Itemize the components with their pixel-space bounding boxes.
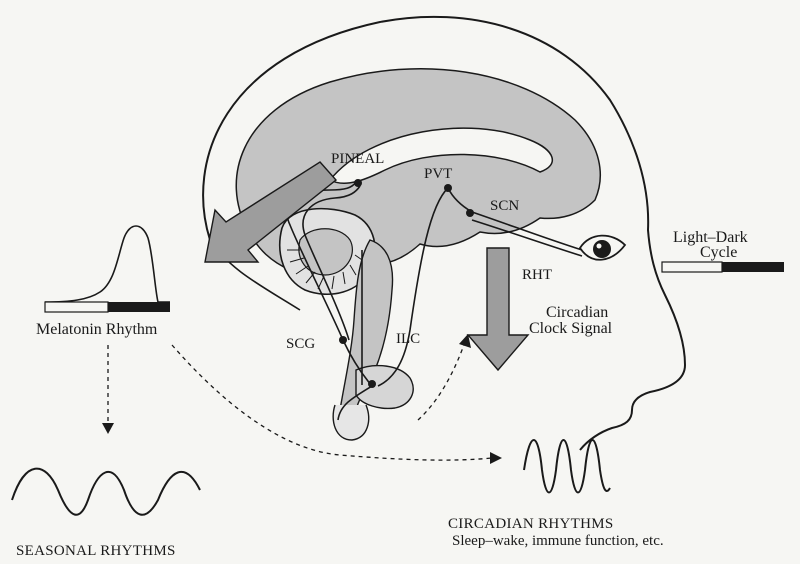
seasonal-rhythms-label: SEASONAL RHYTHMS bbox=[16, 543, 176, 559]
melatonin-rhythm-plot bbox=[44, 225, 170, 313]
rht-label: RHT bbox=[522, 267, 552, 283]
scn-label: SCN bbox=[490, 198, 519, 214]
clock-signal-label: Clock Signal bbox=[529, 320, 613, 337]
dashed-arrowheads bbox=[102, 334, 502, 464]
pineal-label: PINEAL bbox=[331, 151, 384, 167]
nodes bbox=[339, 179, 474, 388]
light-dark-bar bbox=[661, 261, 784, 273]
pvt-label: PVT bbox=[424, 166, 452, 182]
ilc-node bbox=[368, 380, 376, 388]
dashed-connectors bbox=[107, 341, 493, 461]
melatonin-output-arrow bbox=[204, 161, 338, 263]
scg-node bbox=[339, 336, 347, 344]
scg-label: SCG bbox=[286, 336, 315, 352]
pineal-node bbox=[354, 179, 362, 187]
ilc-label: ILC bbox=[396, 331, 420, 347]
corpus-callosum bbox=[328, 127, 553, 184]
cycle-label: Cycle bbox=[700, 244, 737, 261]
light-dark-label: Light–Dark bbox=[673, 229, 748, 246]
circadian-rhythm-wave bbox=[523, 439, 611, 494]
circadian-examples-label: Sleep–wake, immune function, etc. bbox=[452, 533, 664, 549]
seasonal-rhythm-wave bbox=[11, 467, 201, 516]
circadian-signal-label: Circadian bbox=[546, 304, 608, 321]
pvt-node bbox=[444, 184, 452, 192]
eye bbox=[578, 234, 627, 261]
spinal-cord bbox=[355, 364, 414, 410]
scn-node bbox=[466, 209, 474, 217]
neural-pathways bbox=[286, 181, 583, 421]
melatonin-rhythm-label: Melatonin Rhythm bbox=[36, 321, 158, 338]
circadian-signal-arrow bbox=[466, 247, 530, 372]
circadian-rhythms-label: CIRCADIAN RHYTHMS bbox=[448, 516, 614, 532]
head-outline bbox=[202, 15, 687, 451]
cord-end bbox=[332, 404, 370, 441]
